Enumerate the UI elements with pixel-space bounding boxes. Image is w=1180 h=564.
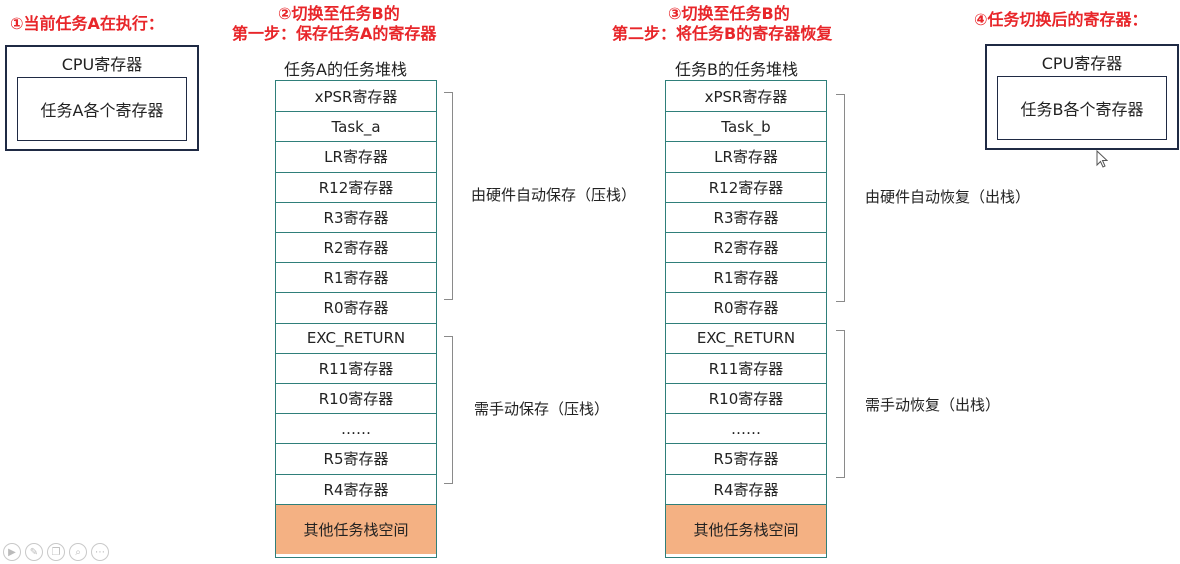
copy-icon[interactable]: ❐ xyxy=(47,543,65,561)
stack-cell: R4寄存器 xyxy=(276,473,436,504)
stack-cell: R5寄存器 xyxy=(666,443,826,473)
stack-cell: R12寄存器 xyxy=(276,171,436,202)
play-icon[interactable]: ▶ xyxy=(3,543,21,561)
stack-cell: xPSR寄存器 xyxy=(314,87,398,106)
stack-cell: R3寄存器 xyxy=(276,201,436,232)
stack-cell: EXC_RETURN xyxy=(666,322,826,353)
pen-icon[interactable]: ✎ xyxy=(25,543,43,561)
step4-title: ④任务切换后的寄存器： xyxy=(974,10,1148,29)
hardware-restore-label: 由硬件自动恢复（出栈） xyxy=(865,188,1031,206)
task-a-registers: 任务A各个寄存器 xyxy=(17,77,187,141)
stack-cell: R10寄存器 xyxy=(276,383,436,413)
stack-cell: R12寄存器 xyxy=(666,171,826,202)
stack-cell: xPSR寄存器 xyxy=(704,87,788,106)
step3-title-line1: ③切换至任务B的 xyxy=(668,4,790,23)
hardware-save-brace xyxy=(444,92,453,300)
task-b-registers: 任务B各个寄存器 xyxy=(997,76,1167,140)
manual-restore-brace xyxy=(836,330,845,478)
task-a-stack-title: 任务A的任务堆栈 xyxy=(284,60,407,79)
other-task-stack-space: 其他任务栈空间 xyxy=(666,503,826,554)
stack-cell: …… xyxy=(666,413,826,443)
hardware-save-label: 由硬件自动保存（压栈） xyxy=(471,186,637,204)
stack-cell: R1寄存器 xyxy=(666,262,826,292)
manual-save-brace xyxy=(444,336,453,484)
stack-cell: Task_a xyxy=(276,111,436,141)
presentation-toolbar: ▶ ✎ ❐ ⌕ ⋯ xyxy=(0,540,112,564)
stack-cell: LR寄存器 xyxy=(666,141,826,171)
step1-title: ①当前任务A在执行： xyxy=(10,14,164,33)
stack-cell: EXC_RETURN xyxy=(276,322,436,353)
more-icon[interactable]: ⋯ xyxy=(91,543,109,561)
stack-cell: R2寄存器 xyxy=(276,232,436,262)
stack-cell: R3寄存器 xyxy=(666,201,826,232)
stack-cell: LR寄存器 xyxy=(276,141,436,171)
manual-save-label: 需手动保存（压栈） xyxy=(474,400,610,418)
stack-cell: R0寄存器 xyxy=(666,292,826,322)
stack-cell: R2寄存器 xyxy=(666,232,826,262)
cpu-register-label: CPU寄存器 xyxy=(61,55,143,74)
mouse-cursor-icon xyxy=(1096,150,1108,168)
zoom-icon[interactable]: ⌕ xyxy=(69,543,87,561)
stack-cell: …… xyxy=(276,413,436,443)
step2-title-line2: 第一步：保存任务A的寄存器 xyxy=(232,24,437,43)
hardware-restore-brace xyxy=(836,94,845,302)
stack-cell: R11寄存器 xyxy=(276,352,436,383)
stack-cell: R11寄存器 xyxy=(666,352,826,383)
stack-cell: R1寄存器 xyxy=(276,262,436,292)
stack-cell: Task_b xyxy=(666,111,826,141)
stack-cell: R0寄存器 xyxy=(276,292,436,322)
stack-cell: R10寄存器 xyxy=(666,383,826,413)
stack-cell: R4寄存器 xyxy=(666,473,826,504)
task-b-stack-title: 任务B的任务堆栈 xyxy=(675,60,798,79)
cpu-register-box-b: CPU寄存器 任务B各个寄存器 xyxy=(985,44,1179,150)
step3-title-line2: 第二步：将任务B的寄存器恢复 xyxy=(612,24,833,43)
cpu-register-label-b: CPU寄存器 xyxy=(1041,54,1123,73)
step2-title-line1: ②切换至任务B的 xyxy=(278,4,400,23)
cpu-register-box-a: CPU寄存器 任务A各个寄存器 xyxy=(5,45,199,151)
manual-restore-label: 需手动恢复（出栈） xyxy=(865,396,1001,414)
other-task-stack-space: 其他任务栈空间 xyxy=(276,503,436,554)
stack-cell: R5寄存器 xyxy=(276,443,436,473)
